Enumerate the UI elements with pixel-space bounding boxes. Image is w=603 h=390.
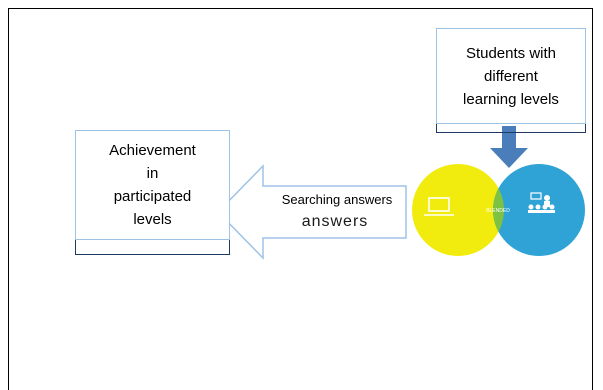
achievement-box-line-2: in [146, 165, 159, 182]
achievement-box-line-4: levels [133, 211, 172, 228]
venn-left-circle [412, 164, 504, 256]
left-arrow-shape [216, 164, 407, 260]
achievement-box: Achievement in participated levels [75, 130, 230, 240]
students-box-bracket [436, 124, 586, 133]
students-box-line-3: learning levels [463, 90, 559, 108]
classroom-icon [528, 192, 555, 213]
arrow-sublabel: answers [301, 213, 369, 230]
laptop-icon [424, 197, 454, 216]
achievement-box-line-1: Achievement [109, 142, 196, 159]
arrow-label: Searching answers [281, 192, 393, 207]
venn-center-label: BLENDED [486, 208, 510, 214]
achievement-box-bracket [75, 240, 230, 255]
diagram-frame [8, 8, 593, 390]
achievement-box-line-3: participated [113, 188, 192, 205]
students-box: Students with different learning levels [436, 28, 586, 124]
students-box-line-2: different [484, 67, 538, 85]
down-arrow-shape [490, 126, 528, 168]
students-box-line-1: Students with [465, 44, 557, 62]
